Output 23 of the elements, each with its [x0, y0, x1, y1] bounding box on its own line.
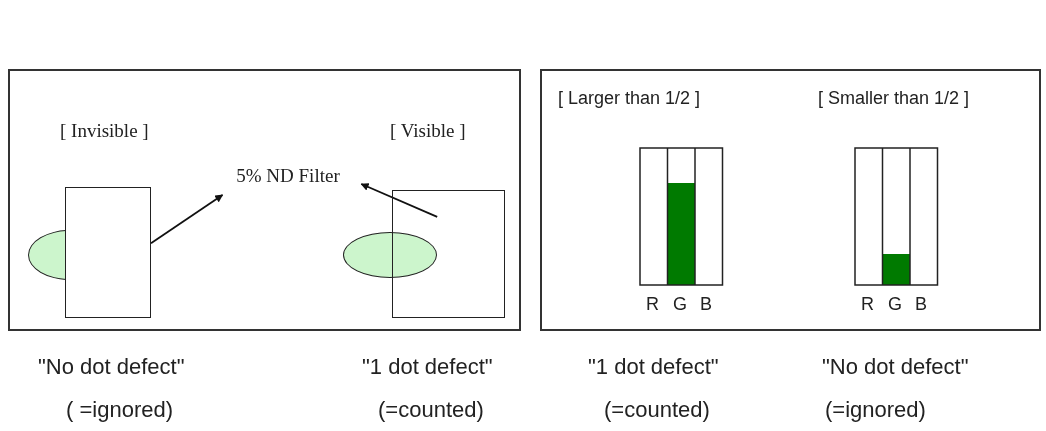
result-caption: "No dot defect" — [38, 354, 185, 380]
channel-letter: G — [673, 294, 687, 315]
channel-letter: B — [700, 294, 712, 315]
channel-letter: R — [861, 294, 874, 315]
channel-letter: G — [888, 294, 902, 315]
result-caption: "1 dot defect" — [362, 354, 493, 380]
panel-heading: [ Larger than 1/2 ] — [558, 88, 701, 109]
panel-heading: [ Invisible ] — [60, 120, 149, 142]
channel-letter: R — [646, 294, 659, 315]
result-note: (=counted) — [378, 397, 484, 423]
channel-letter: B — [915, 294, 927, 315]
filter-rectangle — [392, 190, 505, 318]
arrow — [360, 183, 439, 218]
filter-rectangle — [65, 187, 151, 318]
filter-label: 5% ND Filter — [210, 163, 366, 189]
panel-heading: [ Visible ] — [390, 120, 466, 142]
result-note: (=counted) — [604, 397, 710, 423]
result-note: ( =ignored) — [66, 397, 173, 423]
panel-heading: [ Smaller than 1/2 ] — [818, 88, 970, 109]
result-note: (=ignored) — [825, 397, 926, 423]
result-caption: "1 dot defect" — [588, 354, 719, 380]
arrow — [150, 194, 224, 245]
result-caption: "No dot defect" — [822, 354, 969, 380]
